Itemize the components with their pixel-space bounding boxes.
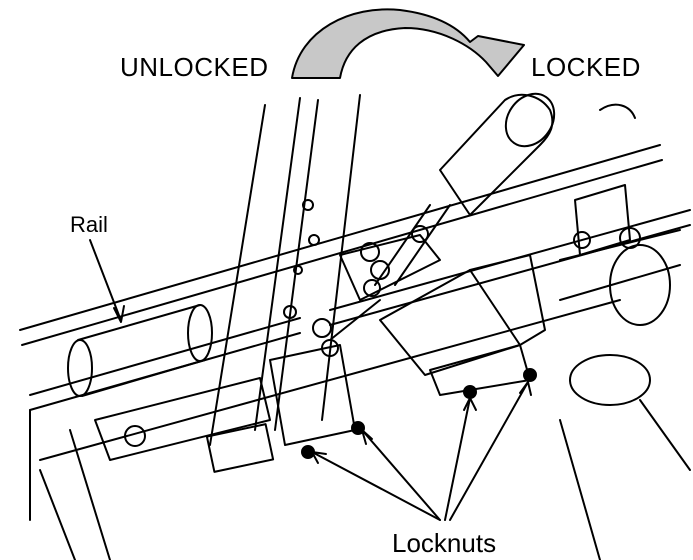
frame-legs — [29, 399, 691, 560]
roller-cylinder — [67, 304, 213, 397]
rail-pointer-arrow — [89, 239, 125, 323]
vertical-tube — [205, 94, 361, 473]
locked-label: LOCKED — [531, 52, 641, 82]
bracket-plate — [94, 344, 356, 461]
right-bracket — [559, 103, 681, 406]
locknuts-label: Locknuts — [392, 528, 497, 558]
lock-handle — [329, 92, 556, 341]
rail-label: Rail — [70, 212, 108, 237]
clamp-plate — [379, 254, 546, 396]
rotation-arrow — [291, 8, 525, 79]
unlocked-label: UNLOCKED — [120, 52, 269, 82]
locknut — [301, 368, 537, 459]
locknut-leaders — [311, 381, 532, 521]
